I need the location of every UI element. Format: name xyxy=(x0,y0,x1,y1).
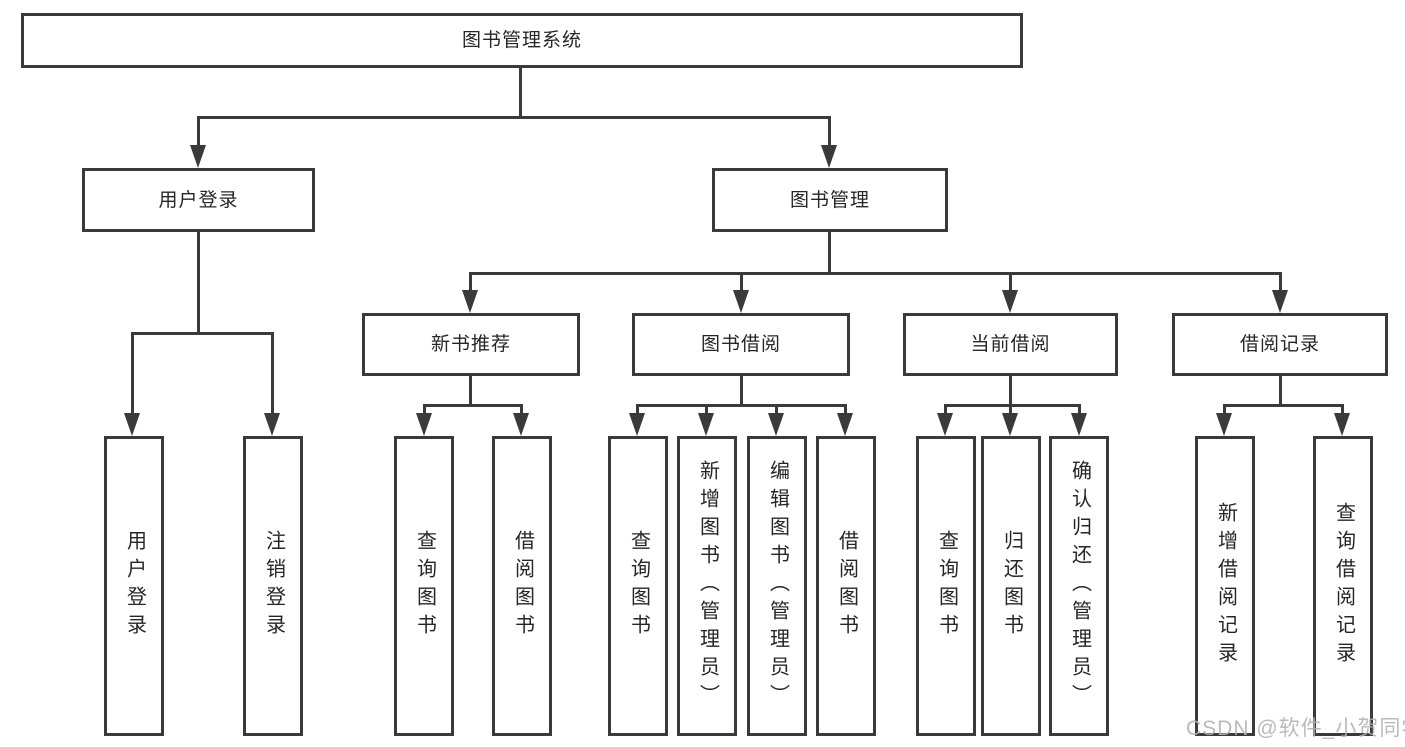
connector-line xyxy=(197,116,831,119)
leaf-query-borrow-record-label: 查询借阅记录 xyxy=(1332,502,1355,670)
connector-line xyxy=(1279,376,1282,407)
leaf-user-login-label: 用户登录 xyxy=(123,530,146,642)
arrow-down-icon xyxy=(1272,290,1288,313)
arrow-down-icon xyxy=(768,413,784,436)
arrow-down-icon xyxy=(1002,413,1018,436)
node-current-borrow-label: 当前借阅 xyxy=(970,334,1051,355)
leaf-borrow-books-2-label: 借阅图书 xyxy=(835,530,858,642)
leaf-query-borrow-record: 查询借阅记录 xyxy=(1313,436,1373,736)
leaf-query-books-1-label: 查询图书 xyxy=(413,530,436,642)
connector-line xyxy=(423,404,426,414)
csdn-watermark: CSDN @软件_小贺同学 xyxy=(1186,717,1405,740)
connector-line xyxy=(636,404,639,414)
connector-line xyxy=(944,404,947,414)
connector-line xyxy=(828,232,831,275)
connector-line xyxy=(828,116,831,147)
leaf-query-books-3-label: 查询图书 xyxy=(935,530,958,642)
leaf-edit-books-admin-label: 编辑图书（管理员） xyxy=(766,460,789,712)
leaf-return-books: 归还图书 xyxy=(981,436,1041,736)
arrow-down-icon xyxy=(513,413,529,436)
arrow-down-icon xyxy=(124,413,140,436)
connector-line xyxy=(705,404,708,414)
arrow-down-icon xyxy=(264,413,280,436)
connector-line xyxy=(1009,272,1012,291)
node-user-login: 用户登录 xyxy=(82,168,315,232)
connector-line xyxy=(740,376,743,407)
leaf-query-books-2-label: 查询图书 xyxy=(627,530,650,642)
connector-line xyxy=(131,332,274,335)
connector-line xyxy=(197,116,200,147)
arrow-down-icon xyxy=(821,145,837,168)
leaf-borrow-books-2: 借阅图书 xyxy=(816,436,876,736)
arrow-down-icon xyxy=(629,413,645,436)
connector-line xyxy=(520,404,523,414)
leaf-borrow-books-1: 借阅图书 xyxy=(492,436,552,736)
node-book-borrow-label: 图书借阅 xyxy=(700,334,781,355)
node-root: 图书管理系统 xyxy=(21,13,1023,68)
leaf-confirm-return-admin: 确认归还（管理员） xyxy=(1049,436,1109,736)
connector-line xyxy=(775,404,778,414)
node-book-borrow: 图书借阅 xyxy=(632,313,850,376)
leaf-add-borrow-record-label: 新增借阅记录 xyxy=(1214,502,1237,670)
connector-line xyxy=(1223,404,1226,414)
node-book-management-label: 图书管理 xyxy=(789,189,870,211)
node-user-login-label: 用户登录 xyxy=(158,189,239,211)
arrow-down-icon xyxy=(837,413,853,436)
connector-line xyxy=(944,404,1081,407)
connector-line xyxy=(271,332,274,414)
connector-line xyxy=(469,376,472,407)
node-book-management: 图书管理 xyxy=(712,168,948,232)
connector-line xyxy=(1009,376,1012,407)
connector-line xyxy=(131,332,134,414)
leaf-query-books-3: 查询图书 xyxy=(916,436,976,736)
connector-line xyxy=(740,272,743,291)
connector-line xyxy=(197,232,200,335)
leaf-return-books-label: 归还图书 xyxy=(1000,530,1023,642)
connector-line xyxy=(423,404,523,407)
leaf-borrow-books-1-label: 借阅图书 xyxy=(511,530,534,642)
node-borrow-records-label: 借阅记录 xyxy=(1239,334,1320,355)
arrow-down-icon xyxy=(462,290,478,313)
node-new-book-recommend: 新书推荐 xyxy=(362,313,580,376)
connector-line xyxy=(844,404,847,414)
node-new-book-recommend-label: 新书推荐 xyxy=(430,334,511,355)
node-borrow-records: 借阅记录 xyxy=(1172,313,1388,376)
connector-line xyxy=(1279,272,1282,291)
leaf-add-books-admin: 新增图书（管理员） xyxy=(677,436,737,736)
connector-line xyxy=(1223,404,1344,407)
connector-line xyxy=(469,272,1282,275)
arrow-down-icon xyxy=(1002,290,1018,313)
leaf-add-books-admin-label: 新增图书（管理员） xyxy=(696,460,719,712)
node-current-borrow: 当前借阅 xyxy=(903,313,1118,376)
arrow-down-icon xyxy=(733,290,749,313)
leaf-logout: 注销登录 xyxy=(243,436,303,736)
arrow-down-icon xyxy=(1334,413,1350,436)
leaf-logout-label: 注销登录 xyxy=(262,530,285,642)
connector-line xyxy=(1078,404,1081,414)
leaf-query-books-1: 查询图书 xyxy=(394,436,454,736)
leaf-query-books-2: 查询图书 xyxy=(608,436,668,736)
leaf-add-borrow-record: 新增借阅记录 xyxy=(1195,436,1255,736)
arrow-down-icon xyxy=(190,145,206,168)
arrow-down-icon xyxy=(937,413,953,436)
arrow-down-icon xyxy=(416,413,432,436)
connector-line xyxy=(1009,404,1012,414)
connector-line xyxy=(636,404,847,407)
arrow-down-icon xyxy=(1216,413,1232,436)
connector-line xyxy=(519,68,522,119)
connector-line xyxy=(1341,404,1344,414)
node-root-label: 图书管理系统 xyxy=(461,30,582,51)
leaf-edit-books-admin: 编辑图书（管理员） xyxy=(747,436,807,736)
arrow-down-icon xyxy=(698,413,714,436)
leaf-user-login: 用户登录 xyxy=(104,436,164,736)
leaf-confirm-return-admin-label: 确认归还（管理员） xyxy=(1068,460,1091,712)
connector-line xyxy=(469,272,472,291)
arrow-down-icon xyxy=(1071,413,1087,436)
